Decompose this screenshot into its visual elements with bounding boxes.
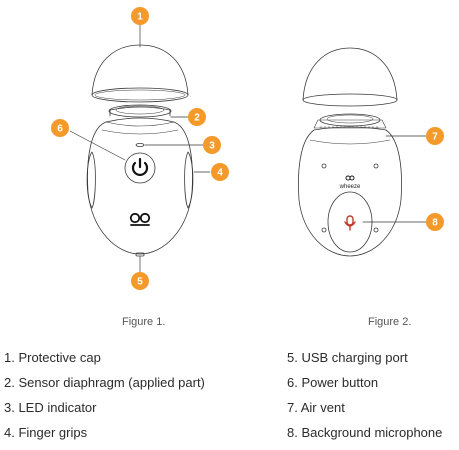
legend-item-3: 3. LED indicator	[4, 400, 97, 415]
brand-text: wheeze	[339, 184, 361, 190]
led-indicator	[135, 142, 145, 147]
legend-item-2: 2. Sensor diaphragm (applied part)	[4, 375, 205, 390]
figure1-drawing	[69, 19, 211, 273]
power-button	[124, 152, 156, 184]
figure2-drawing	[298, 47, 427, 257]
microphone-icon	[344, 215, 356, 231]
legend-item-7: 7. Air vent	[287, 400, 345, 415]
svg-text:2: 2	[194, 113, 200, 124]
sensor-diaphragm-part	[109, 106, 171, 117]
usb-port	[135, 252, 145, 257]
callout-3: 3	[203, 136, 221, 154]
callout-5: 5	[131, 272, 149, 290]
power-icon	[131, 157, 149, 176]
protective-cap-part-2	[302, 47, 398, 101]
legend-item-8: 8. Background microphone	[287, 425, 443, 440]
device-body-back	[298, 126, 402, 257]
svg-text:1: 1	[137, 12, 143, 23]
legend-item-6: 6. Power button	[287, 375, 379, 390]
svg-text:4: 4	[217, 168, 223, 179]
protective-cap-rim	[91, 87, 189, 103]
callout-2: 2	[188, 108, 206, 126]
callout-7: 7	[426, 127, 444, 145]
logo-icon-small	[345, 175, 355, 181]
svg-text:8: 8	[432, 218, 438, 229]
figure1-caption: Figure 1.	[122, 316, 166, 328]
svg-text:6: 6	[57, 124, 63, 135]
legend-item-5: 5. USB charging port	[287, 350, 408, 365]
svg-text:3: 3	[209, 141, 215, 152]
callout-4: 4	[211, 163, 229, 181]
legend-item-1: 1. Protective cap	[4, 350, 101, 365]
device-body-front	[87, 117, 193, 255]
callout-6: 6	[51, 119, 69, 137]
finger-grip-left	[86, 151, 96, 209]
device-diagram: wheeze 1 2 3 4 5 6 7	[51, 7, 444, 290]
finger-grip-right	[184, 151, 194, 209]
figure2-caption: Figure 2.	[368, 316, 412, 328]
air-vent-ring	[313, 119, 387, 129]
callout-1: 1	[131, 7, 149, 25]
svg-text:7: 7	[432, 132, 438, 143]
legend-item-4: 4. Finger grips	[4, 425, 88, 440]
logo-icon	[129, 212, 151, 226]
protective-cap-part	[91, 44, 189, 96]
callout-8: 8	[426, 213, 444, 231]
svg-text:5: 5	[137, 277, 143, 288]
